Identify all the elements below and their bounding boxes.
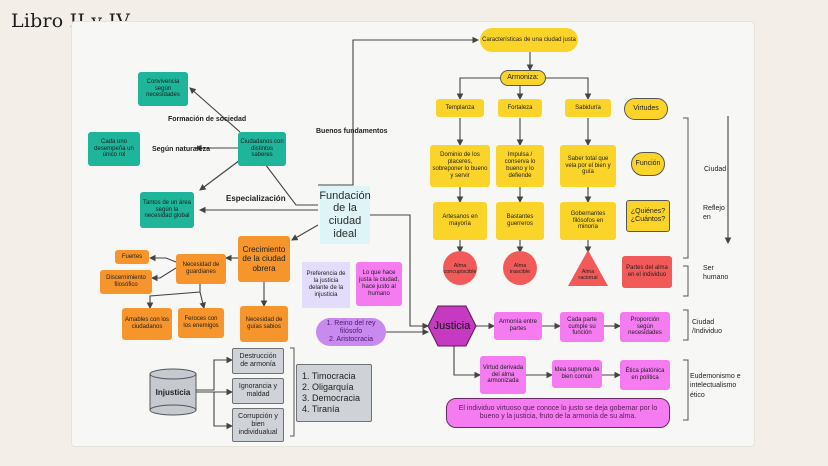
node-dominio: Dominio de los placeres, sobreponer lo b… [430,145,490,187]
node-injusticia: Injusticia [155,388,191,398]
node-partes-alma: Partes del alma en el individuo [622,256,672,288]
node-reino: 1. Reino del rey filósofo 2. Aristocraci… [316,318,386,346]
node-alma-irascible: Alma irascible [509,262,531,275]
node-etica: Ética platónica en política [620,360,670,390]
node-armonia-partes: Armonía entre partes [494,312,542,340]
node-lo-que-hace: Lo que hace justa la ciudad, hace justo … [356,262,402,306]
node-virtud-derivada: Virtud derivada del alma armonizada [480,356,526,394]
label-segun: Según naturaleza [152,146,210,153]
node-amables: Amables con los ciudadanos [122,308,172,340]
node-quienes: ¿Quiénes? ¿Cuántos? [626,200,670,232]
node-fuertes: Fuertes [115,250,149,264]
label-ciudad: Ciudad [704,166,727,173]
label-ser-humano: Ser humano [703,265,729,282]
node-individuo: El individuo virtuoso que conoce lo just… [446,398,670,428]
node-cada-uno: Cada uno desempeña un único rol [88,132,140,166]
node-bastantes: Bastantes guerreros [496,202,544,240]
node-tantos: Tantos de un área según la necesidad glo… [140,192,194,228]
label-buenos: Buenos fundamentos [316,128,388,135]
node-cada-parte: Cada parte cumple su función [560,312,604,342]
label-especializacion: Especialización [226,194,286,203]
node-feroces: Feroces con los enemigos [178,308,224,338]
label-reflejo: Reflejo en [703,205,725,222]
label-ciudad-individuo: Ciudad /Individuo [692,319,722,336]
node-gobernantes: Gobernantes filósofos en minoría [560,202,616,240]
justicia-hexagon [427,305,477,347]
node-proporcion: Proporción según necesidades [620,312,670,342]
node-discernimiento: Discernimiento filosófico [100,270,152,294]
node-saber: Saber total que vela por el bien y guía [560,145,616,187]
node-virtudes: Virtudes [624,98,668,120]
node-fundacion: Fundación de la ciudad ideal [319,186,371,244]
node-corrupcion: Corrupción y bien individualual [232,408,284,442]
node-templanza: Templanza [436,99,484,117]
node-preferencia: Preferencia de la justicia delante de la… [302,262,350,308]
node-artesanos: Artesanos en mayoría [433,202,487,240]
node-armoniza: Armoniza: [500,70,546,86]
node-alma-racional: Alma racional [578,268,598,281]
node-convivencia: Convivencia según necesidades [138,72,188,106]
node-crecimiento: Crecimiento de la ciudad obrera [238,236,290,282]
node-justicia: Justicia [433,319,471,332]
node-caracteristicas: Características de una ciudad justa [480,28,578,52]
node-alma-concupiscible: Alma concupiscible [443,262,477,275]
node-idea-suprema: Idea suprema de bien común [552,360,602,388]
node-sabiduria: Sabiduría [565,99,611,117]
label-formacion: Formación de sociedad [168,116,247,123]
node-gobiernos: 1. Timocracia 2. Oligarquía 3. Democraci… [296,364,372,422]
node-fortaleza: Fortaleza [498,99,542,117]
node-ciudadanos: Ciudadanos con distintos saberes [238,132,286,166]
node-ignorancia: Ignorancia y maldad [232,378,284,404]
node-guias: Necesidad de guías sabios [240,306,288,342]
node-destruccion: Destrucción de armonía [232,348,284,374]
label-eudemonismo: Eudemonismo e intelectualismo ético [690,373,741,399]
node-guardianes: Necesidad de guardianes [176,254,226,284]
node-impulsa: Impulsa / conserva lo bueno y lo defiend… [496,145,544,187]
node-funcion: Función [631,152,665,176]
